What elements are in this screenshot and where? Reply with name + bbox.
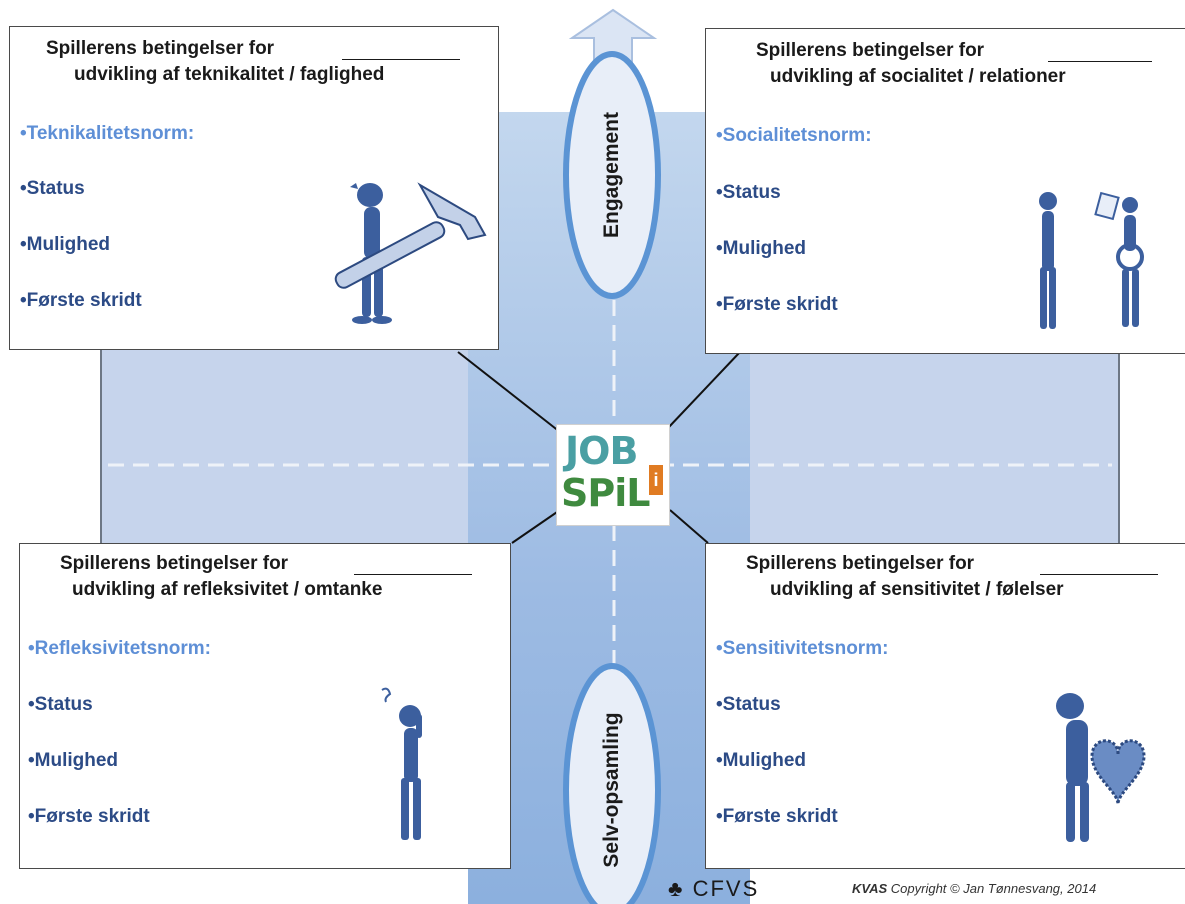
item-mulighed: •Mulighed xyxy=(716,238,807,259)
box-refleksivitet: Spillerens betingelser for udvikling af … xyxy=(19,543,511,869)
copyright-notice: KVAS Copyright © Jan Tønnesvang, 2014 xyxy=(852,881,1096,896)
engagement-label: Engagement xyxy=(600,111,623,239)
engagement-ellipse xyxy=(563,51,661,299)
thinking-person-icon xyxy=(381,687,422,840)
box-title-line1: Spillerens betingelser for xyxy=(60,553,289,574)
selv-opsamling-ellipse xyxy=(563,663,661,904)
connector-top-left xyxy=(457,351,561,433)
connector-bottom-right xyxy=(669,509,709,544)
cfvs-text: CFVS xyxy=(692,876,760,901)
norm-label: •Sensitivitetsnorm: xyxy=(716,638,889,659)
item-mulighed: •Mulighed xyxy=(716,750,807,771)
box-sensitivitet: Spillerens betingelser for udvikling af … xyxy=(705,543,1185,869)
blank-fill-line xyxy=(1040,574,1158,575)
item-status: •Status xyxy=(716,182,781,203)
up-arrow-icon xyxy=(568,8,658,68)
tree-icon: ♣ xyxy=(668,876,685,901)
selv-opsamling-label: Selv-opsamling xyxy=(600,712,623,868)
blank-fill-line xyxy=(342,59,460,60)
norm-label: •Refleksivitetsnorm: xyxy=(28,638,211,659)
box-title-line1: Spillerens betingelser for xyxy=(756,40,985,61)
blank-fill-line xyxy=(1048,61,1152,62)
two-people-talking-icon xyxy=(1039,191,1144,329)
box-title-line2: udvikling af socialitet / relationer xyxy=(770,66,1066,87)
logo-i-badge: i xyxy=(649,465,663,495)
norm-label: •Teknikalitetsnorm: xyxy=(20,123,195,144)
blank-fill-line xyxy=(354,574,472,575)
cfvs-logo: ♣ CFVS xyxy=(668,876,759,902)
box-title-line1: Spillerens betingelser for xyxy=(46,38,275,59)
box-title-line1: Spillerens betingelser for xyxy=(746,553,975,574)
logo-job-text: JOB xyxy=(565,429,638,473)
copyright-text: Copyright © Jan Tønnesvang, 2014 xyxy=(887,881,1097,896)
item-status: •Status xyxy=(716,694,781,715)
man-with-hammer-icon xyxy=(334,182,487,324)
item-mulighed: •Mulighed xyxy=(20,234,111,255)
person-with-heart-icon xyxy=(1056,693,1146,842)
box-title-line2: udvikling af sensitivitet / følelser xyxy=(770,579,1064,600)
box-socialitet: Spillerens betingelser for udvikling af … xyxy=(705,28,1185,354)
box-teknikalitet: Spillerens betingelser for udvikling af … xyxy=(9,26,499,350)
item-foerste-skridt: •Første skridt xyxy=(20,290,142,311)
item-foerste-skridt: •Første skridt xyxy=(716,294,838,315)
jobspil-logo: JOB SPiL i xyxy=(556,424,670,526)
logo-spil-text: SPiL xyxy=(561,471,650,515)
norm-label: •Socialitetsnorm: xyxy=(716,125,872,146)
item-status: •Status xyxy=(28,694,93,715)
item-foerste-skridt: •Første skridt xyxy=(28,806,150,827)
item-status: •Status xyxy=(20,178,85,199)
connector-bottom-left xyxy=(511,509,561,544)
item-foerste-skridt: •Første skridt xyxy=(716,806,838,827)
box-title-line2: udvikling af refleksivitet / omtanke xyxy=(72,579,383,600)
kvas-brand: KVAS xyxy=(852,881,888,896)
connector-top-right xyxy=(667,351,741,429)
box-title-line2: udvikling af teknikalitet / faglighed xyxy=(74,64,385,85)
item-mulighed: •Mulighed xyxy=(28,750,119,771)
